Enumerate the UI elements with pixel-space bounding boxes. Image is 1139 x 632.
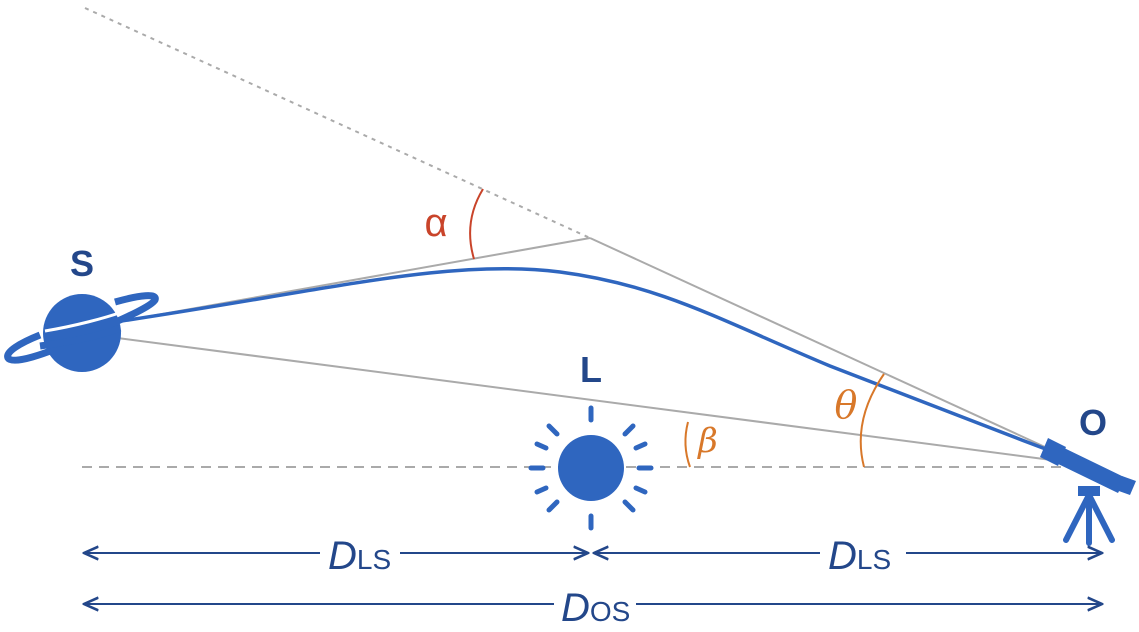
apparent-ray-extension — [84, 7, 591, 239]
planet-icon — [4, 292, 159, 372]
distance-label-lens-source: DLS — [328, 534, 391, 578]
light-path — [114, 266, 1081, 464]
true-direction-ray — [109, 336, 1083, 465]
beta-label: β — [696, 421, 718, 461]
theta-arc — [859, 373, 885, 468]
theta-label: θ — [835, 383, 858, 427]
alpha-label: α — [424, 201, 447, 245]
star-icon — [528, 405, 654, 531]
beta-arc — [684, 421, 691, 468]
observer-label: O — [1079, 402, 1107, 443]
alpha-arc — [469, 188, 484, 260]
distance-label-observer-lens: DLS — [828, 534, 891, 578]
apparent-ray — [589, 237, 1083, 465]
telescope-icon — [1040, 438, 1136, 546]
lens-label: L — [580, 349, 602, 390]
distance-label-observer-source: DOS — [561, 586, 630, 630]
source-label: S — [70, 243, 94, 284]
